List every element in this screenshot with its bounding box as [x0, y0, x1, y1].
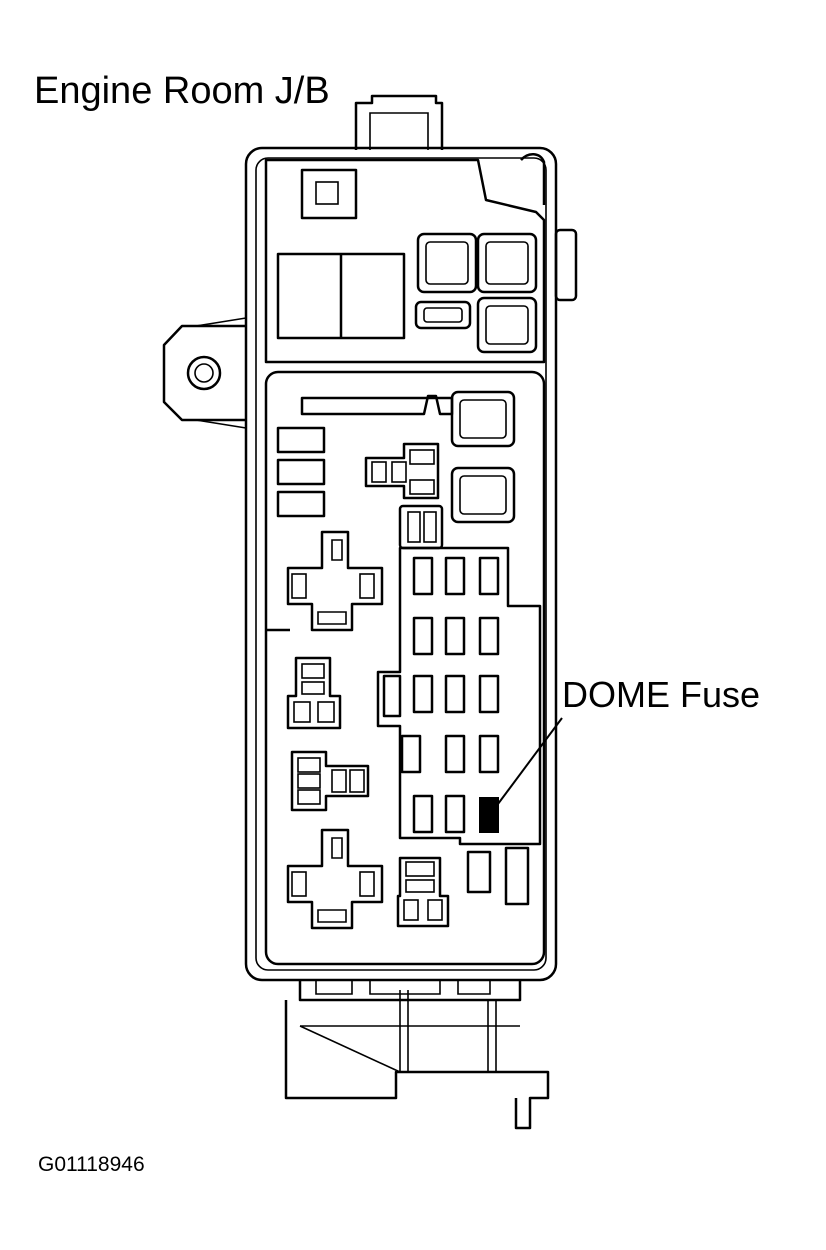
maxi-fuse-1-inner: [425, 241, 469, 285]
slot-fuse: [414, 300, 472, 330]
top-clip-inner: [369, 112, 429, 150]
double-fuse-a: [407, 511, 421, 543]
rail: [300, 394, 454, 416]
relay-left-1-pin-c: [331, 539, 343, 561]
fuse-16: [466, 850, 492, 894]
fuse-1: [412, 556, 434, 596]
connector-edge: [299, 1025, 401, 1073]
figure-id: G01118946: [38, 1153, 145, 1176]
maxi-fuse-5-inner: [459, 475, 507, 515]
relay-small-1-pin-d: [409, 479, 435, 495]
upper-compartment: [264, 158, 546, 364]
relay-left-3-pin-d: [331, 769, 347, 793]
relay-left-3-pin-e: [349, 769, 365, 793]
bottom-tabs: [315, 980, 491, 995]
relay-left-1-pin-b: [359, 573, 375, 599]
maxi-fuse-4: [450, 390, 516, 448]
relay-left-2-pin-a: [301, 663, 325, 679]
fuse-9: [444, 674, 466, 714]
relay-left-2-pin-d: [317, 701, 335, 723]
relay-left-2: [286, 656, 342, 730]
fuse-6: [478, 616, 500, 656]
fuse-block: [376, 546, 542, 846]
housing-outer: [244, 146, 558, 982]
relay-left-4-pin-c: [331, 837, 343, 859]
maxi-fuse-2-inner: [485, 241, 529, 285]
bottom-connector: [284, 1000, 550, 1130]
dome-fuse-leader: [491, 717, 563, 813]
fuse-8: [412, 674, 434, 714]
relay-small-2: [396, 856, 450, 928]
maxi-fuse-4-inner: [459, 399, 507, 439]
relay-small-1-pin-a: [371, 461, 387, 483]
maxi-fuse-1: [416, 232, 478, 294]
fuse-2: [444, 556, 466, 596]
relay-left-2-pin-c: [293, 701, 311, 723]
fuse-15: [444, 794, 466, 834]
relay-small-2-pin-a: [405, 861, 435, 877]
fuse-12: [444, 734, 466, 774]
fuse-11: [400, 734, 422, 774]
fuse-3: [478, 556, 500, 596]
fuse-14: [412, 794, 434, 834]
maxi-fuse-3: [476, 296, 538, 354]
dome-fuse: [479, 797, 499, 833]
lower-compartment: [264, 370, 546, 966]
fuse-5: [444, 616, 466, 656]
double-fuse-b: [423, 511, 437, 543]
diagram-title: Engine Room J/B: [34, 70, 330, 112]
top-hook: [520, 153, 546, 205]
top-clip: [354, 94, 444, 150]
relay-small-2-pin-d: [427, 899, 443, 921]
relay-left-2-pin-b: [301, 681, 325, 695]
relay-small-2-pin-b: [405, 879, 435, 893]
fuse-17: [504, 846, 530, 906]
relay-small-1-pin-b: [391, 461, 407, 483]
relay-left-1-pin-d: [317, 611, 347, 625]
relay-left-4-pin-b: [359, 871, 375, 897]
fuse-4: [412, 616, 434, 656]
relay-left-3-pin-c: [297, 789, 321, 805]
mount-bracket: [162, 324, 246, 422]
slot-fuse-inner: [423, 307, 463, 323]
relay-left-1-pin-a: [291, 573, 307, 599]
relay-left-1: [286, 530, 384, 632]
relay-small-1: [364, 442, 440, 500]
bottom-flange: [298, 980, 522, 1002]
side-tab: [554, 228, 578, 302]
fuse-10: [478, 674, 500, 714]
fuse-13: [478, 734, 500, 774]
dome-fuse-label: DOME Fuse: [562, 674, 761, 715]
maxi-fuse-5: [450, 466, 516, 524]
relay-left-4: [286, 828, 384, 930]
fuse-7: [382, 674, 402, 718]
relay-left-4-pin-a: [291, 871, 307, 897]
relay-left-3-pin-b: [297, 773, 321, 789]
maxi-fuse-2: [476, 232, 538, 294]
mount-bracket-edge: [195, 317, 247, 429]
relay-small-1-pin-c: [409, 449, 435, 465]
mini-fuse-l3: [276, 490, 326, 518]
mini-fuse-l2: [276, 458, 326, 486]
mini-fuse-l1: [276, 426, 326, 454]
mount-hole: [186, 355, 222, 391]
bolt-housing: [300, 168, 358, 220]
relay-left-4-pin-d: [317, 909, 347, 923]
mount-hole-inner: [194, 363, 214, 383]
relay-left-3: [290, 750, 370, 812]
maxi-fuse-3-inner: [485, 305, 529, 345]
bolt-terminal: [315, 181, 339, 205]
relay-small-2-pin-c: [403, 899, 419, 921]
housing-rim: [255, 157, 547, 971]
relay-left-3-pin-a: [297, 757, 321, 773]
